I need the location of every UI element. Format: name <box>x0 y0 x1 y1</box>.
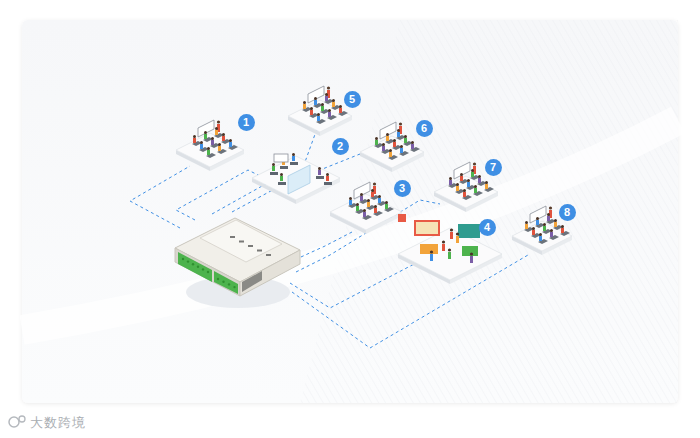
office-scene <box>252 153 340 204</box>
watermark: 大数跨境 <box>30 414 86 432</box>
callout-number: 1 <box>238 114 255 131</box>
callout-number: 2 <box>332 138 349 155</box>
sheen <box>22 120 678 330</box>
dashed-wires <box>130 126 528 348</box>
callout-number: 6 <box>416 120 433 137</box>
callout-number: 4 <box>479 219 496 236</box>
callout-number: 5 <box>344 91 361 108</box>
watermark-logo <box>9 416 25 427</box>
relay-controller <box>175 218 300 296</box>
callout-number: 7 <box>485 159 502 176</box>
callout-number: 8 <box>559 204 576 221</box>
classroom-scene <box>330 182 402 234</box>
exhibition-scene <box>398 214 502 284</box>
classroom-scene <box>288 86 352 136</box>
card <box>22 20 678 403</box>
classroom-scene <box>176 120 244 171</box>
callout-number: 3 <box>394 180 411 197</box>
classroom-scene <box>360 122 424 172</box>
